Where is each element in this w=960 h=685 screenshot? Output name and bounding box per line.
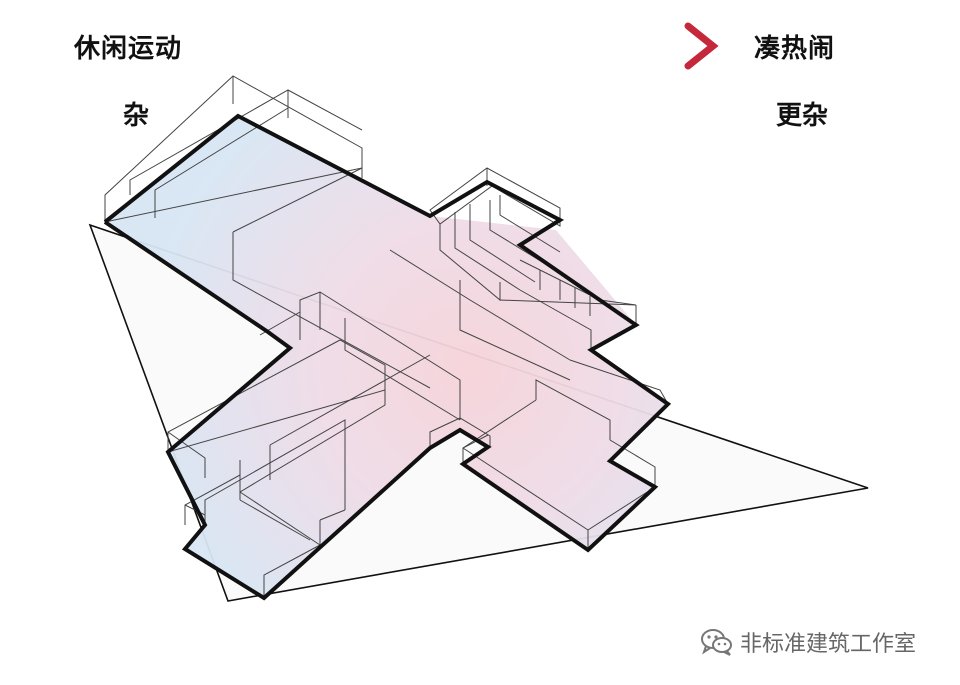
ghost-volumes [104,75,669,598]
floor-plate [105,116,668,598]
watermark: 非标准建筑工作室 [700,624,916,660]
left-label: 休闲运动 [74,34,183,64]
gradient-arrow [214,22,719,70]
right-sublabel: 更杂 [776,101,829,131]
wechat-icon [701,629,732,656]
watermark-text: 非标准建筑工作室 [740,632,917,657]
left-sublabel: 杂 [123,101,150,131]
right-label: 凑热闹 [754,34,836,64]
floor-outline [103,113,672,601]
